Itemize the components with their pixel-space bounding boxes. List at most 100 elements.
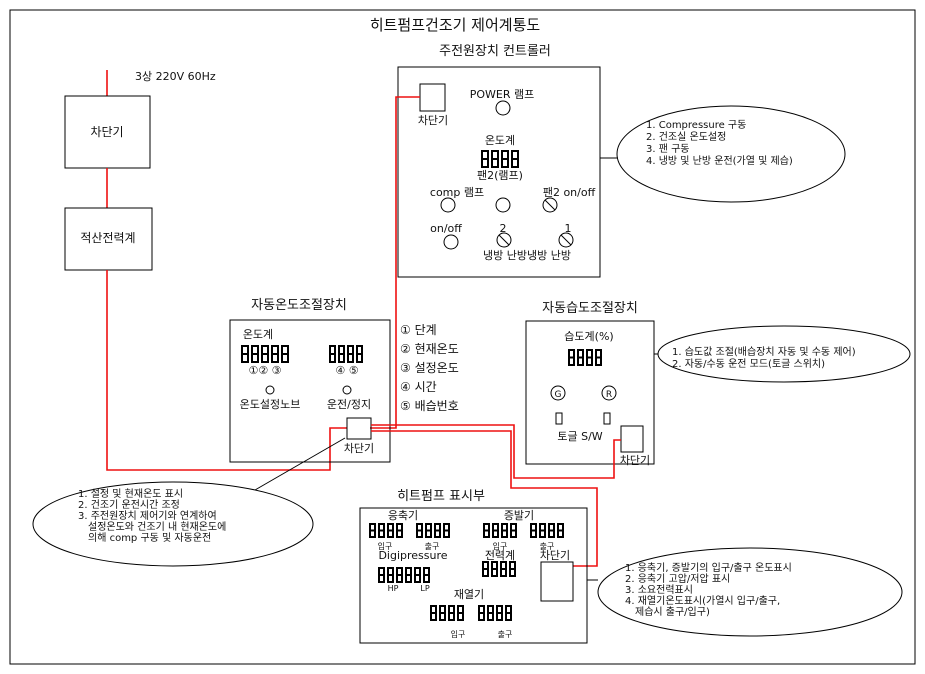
callout-main-line: 2. 건조실 온도설정 — [646, 131, 726, 143]
switch-2-label: 2 — [500, 222, 507, 235]
evaporator-label: 증발기 — [504, 509, 534, 522]
power-meter-label: 적산전력계 — [80, 231, 135, 245]
condenser-label: 응축기 — [388, 509, 418, 522]
temp-legend-line: ④ 시간 — [400, 380, 437, 394]
fan2-lamp — [495, 197, 511, 213]
wire-temp-to-humidity — [371, 424, 621, 479]
temp-knob[interactable] — [265, 385, 275, 395]
heatpump-title: 히트펌프 표시부 — [397, 489, 485, 504]
lp-label: LP — [420, 584, 429, 593]
mode-switch-1[interactable] — [558, 232, 574, 248]
callout-main-bubble — [616, 105, 846, 203]
temp-legend-line: ② 현재온도 — [400, 342, 459, 356]
callout-temp-bubble — [32, 481, 314, 567]
heatpump-breaker-label: 차단기 — [540, 549, 570, 562]
humidity-breaker-label: 차단기 — [620, 454, 650, 467]
temp-breaker-box — [346, 417, 372, 440]
temp-breaker-label: 차단기 — [344, 442, 374, 455]
power-meter-display-label: 전력계 — [485, 549, 515, 562]
wire-main-to-temp — [370, 96, 420, 429]
evaporator-out-label: 출구 — [540, 541, 555, 551]
condenser-out-label: 출구 — [425, 541, 440, 551]
main-thermometer-display — [481, 150, 519, 168]
reheater-in-label: 입구 — [451, 630, 466, 639]
heatpump-breaker-box — [540, 561, 574, 602]
reheater-label: 재열기 — [454, 588, 484, 601]
diagram-title: 히트펌프건조기 제어계통도 — [370, 16, 541, 34]
fan2-onoff-switch[interactable] — [542, 197, 558, 213]
callout-temp-pointer — [254, 437, 346, 491]
callout-heatpump-line: 2. 응축기 고압/저압 표시 — [625, 572, 730, 585]
comp-lamp-label: comp 램프 — [430, 186, 484, 199]
wire-meter-to-temp — [106, 270, 347, 471]
reheater-out-label: 출구 — [498, 629, 513, 639]
temp-nums-right: ④ ⑤ — [335, 364, 358, 377]
power-lamp — [495, 100, 511, 116]
callout-humidity-line: 2. 자동/수동 운전 모드(토글 스위치) — [672, 357, 825, 370]
condenser-in-label: 입구 — [378, 542, 393, 551]
r-lamp: R — [601, 385, 617, 401]
temp-legend-line: ① 단계 — [400, 323, 437, 337]
callout-main-line: 3. 팬 구동 — [646, 143, 690, 155]
hygrometer-display — [568, 349, 602, 366]
svg-text:R: R — [606, 390, 612, 400]
onoff-switch[interactable] — [443, 234, 459, 250]
main-controller-breaker — [419, 83, 446, 112]
callout-heatpump-bubble — [597, 547, 903, 637]
comp-lamp — [440, 197, 456, 213]
hp-label: HP — [388, 584, 399, 593]
main-controller-panel — [397, 66, 601, 278]
humidity-controller-title: 자동습도조절장치 — [542, 301, 638, 316]
temp-nums-left: ①② ③ — [248, 364, 281, 377]
main-controller-title: 주전원장치 컨트롤러 — [439, 44, 551, 59]
outer-frame — [9, 9, 916, 665]
evaporator-in-display — [483, 523, 517, 538]
main-controller-breaker-label: 차단기 — [418, 114, 448, 127]
temp-controller-title: 자동온도조절장치 — [251, 298, 347, 313]
evaporator-out-display — [530, 523, 564, 538]
main-thermometer-label: 온도계 — [485, 134, 515, 147]
power-meter-box — [64, 207, 153, 271]
temp-controller-panel — [229, 319, 391, 463]
condenser-in-display — [369, 523, 403, 538]
callout-temp-line: 설정온도와 건조기 내 현재온도에 — [88, 521, 226, 533]
reheater-out-display — [478, 605, 512, 621]
callout-temp-line: 의해 comp 구동 및 자동운전 — [88, 531, 211, 544]
callout-humidity-line: 1. 습도값 조절(배습장치 자동 및 수동 제어) — [672, 345, 856, 358]
callout-temp-text: 1. 설정 및 현재온도 표시2. 건조기 운전시간 조정3. 주전원장치 제어… — [78, 488, 226, 544]
onoff-label: on/off — [430, 222, 462, 235]
callout-temp-line: 1. 설정 및 현재온도 표시 — [78, 488, 183, 500]
toggle-label: 토글 S/W — [557, 430, 602, 443]
temp-knob-label: 온도설정노브 — [240, 398, 301, 411]
wire-temp-to-heatpump — [371, 430, 598, 567]
heatpump-panel — [359, 507, 588, 644]
svg-text:G: G — [555, 390, 562, 400]
temp-display-right — [329, 345, 363, 363]
temp-legend-line: ③ 설정온도 — [400, 361, 459, 375]
mode-switch-2[interactable] — [496, 232, 512, 248]
g-lamp: G — [550, 385, 566, 401]
callout-main-line: 4. 냉방 및 난방 운전(가열 및 제습) — [646, 155, 793, 167]
toggle-switch-g[interactable] — [555, 412, 563, 425]
temp-display-left — [241, 345, 289, 363]
mode-label: 냉방 난방냉방 난방 — [483, 249, 571, 262]
humidity-controller-panel — [525, 320, 655, 465]
temp-thermometer-label: 온도계 — [243, 328, 273, 341]
supply-label: 3상 220V 60Hz — [135, 70, 216, 83]
callout-heatpump-line: 3. 소요전력표시 — [625, 584, 693, 596]
callout-temp-line: 3. 주전원장치 제어기와 연계하여 — [78, 509, 217, 522]
power-meter-display — [482, 561, 516, 577]
main-breaker-label: 차단기 — [90, 125, 123, 139]
hygrometer-label: 습도계(%) — [564, 330, 613, 343]
run-stop-label[interactable]: 운전/정지 — [327, 398, 371, 411]
callout-temp-line: 2. 건조기 운전시간 조정 — [78, 499, 180, 511]
humidity-breaker-box — [620, 425, 644, 453]
callout-humidity-text: 1. 습도값 조절(배습장치 자동 및 수동 제어)2. 자동/수동 운전 모드… — [672, 345, 856, 370]
callout-heatpump-line: 4. 재열기온도표시(가열시 입구/출구, — [625, 594, 780, 607]
toggle-switch-r[interactable] — [603, 412, 611, 425]
callout-heatpump-line: 1. 응축기, 증발기의 입구/출구 온도표시 — [625, 561, 792, 574]
callout-main-line: 1. Compressure 구동 — [646, 119, 746, 131]
